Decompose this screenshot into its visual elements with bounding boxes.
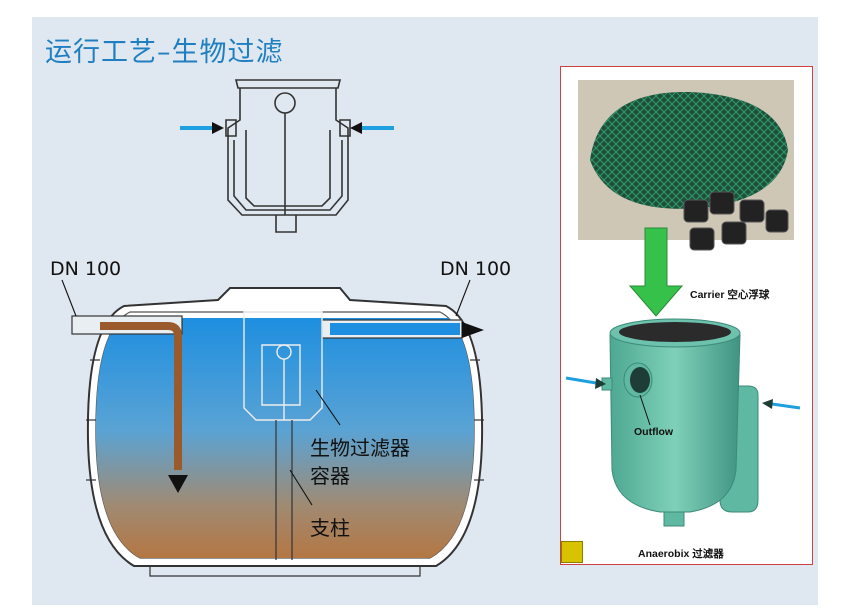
inlet-pipe-label: DN 100: [50, 258, 122, 280]
filter-product-label: Anaerobix 过滤器: [638, 548, 724, 560]
outflow-label: Outflow: [634, 426, 674, 438]
filter-container-label-1: 生物过滤器: [310, 436, 410, 460]
support-column-label: 支柱: [310, 516, 350, 540]
yellow-square-marker: [561, 541, 583, 563]
outlet-pipe-label: DN 100: [440, 258, 512, 280]
carrier-label: Carrier 空心浮球: [690, 289, 770, 301]
page-title: 运行工艺–生物过滤: [45, 37, 284, 68]
filter-container-label-2: 容器: [310, 464, 350, 488]
